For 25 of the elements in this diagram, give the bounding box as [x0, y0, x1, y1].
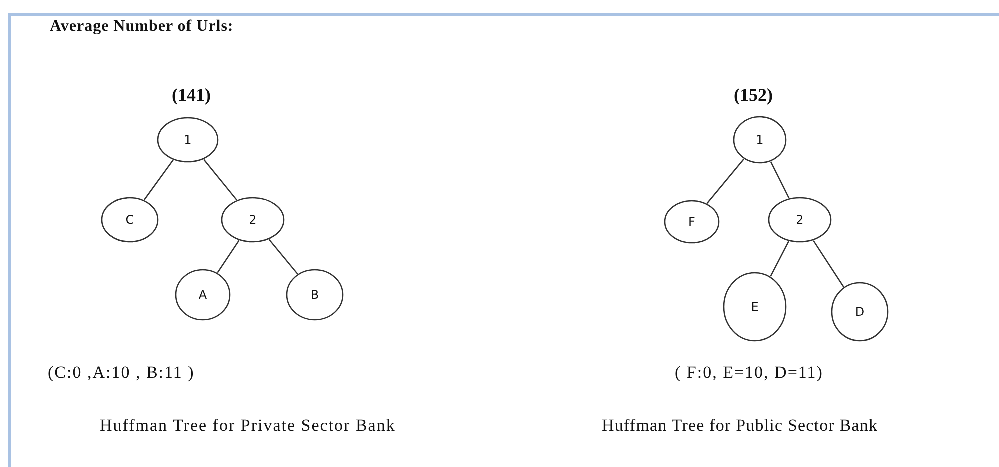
label-text: (141): [172, 85, 211, 106]
diagram-title: Average Number of Urls:: [50, 18, 234, 36]
tree-node-ellipse: B: [286, 269, 344, 321]
label-text: (152): [734, 85, 773, 106]
tree-edge: [813, 240, 844, 288]
tree-node-ellipse: 2: [221, 197, 285, 243]
tree-edge: [144, 160, 174, 200]
label-text: ( F:0, E=10, D=11): [675, 363, 824, 383]
tree-node-ellipse: 1: [157, 117, 219, 163]
tree-node-ellipse: E: [723, 272, 787, 342]
tree-edge: [217, 240, 240, 274]
tree-node-ellipse: F: [664, 200, 720, 244]
tree-node-ellipse: D: [831, 282, 889, 342]
label-text: (C:0 ,A:10 , B:11 ): [48, 363, 195, 383]
tree-node-ellipse: 2: [768, 197, 832, 243]
tree-edge: [770, 162, 790, 199]
tree-edge: [770, 241, 790, 277]
tree-edge: [706, 158, 744, 204]
tree-node-ellipse: A: [175, 269, 231, 321]
tree-node-ellipse: 1: [733, 116, 787, 164]
label-text: Huffman Tree for Public Sector Bank: [602, 416, 878, 436]
tree-edge: [204, 159, 238, 201]
tree-edge: [268, 239, 298, 275]
tree-node-ellipse: C: [101, 197, 159, 243]
label-text: Huffman Tree for Private Sector Bank: [100, 416, 396, 436]
